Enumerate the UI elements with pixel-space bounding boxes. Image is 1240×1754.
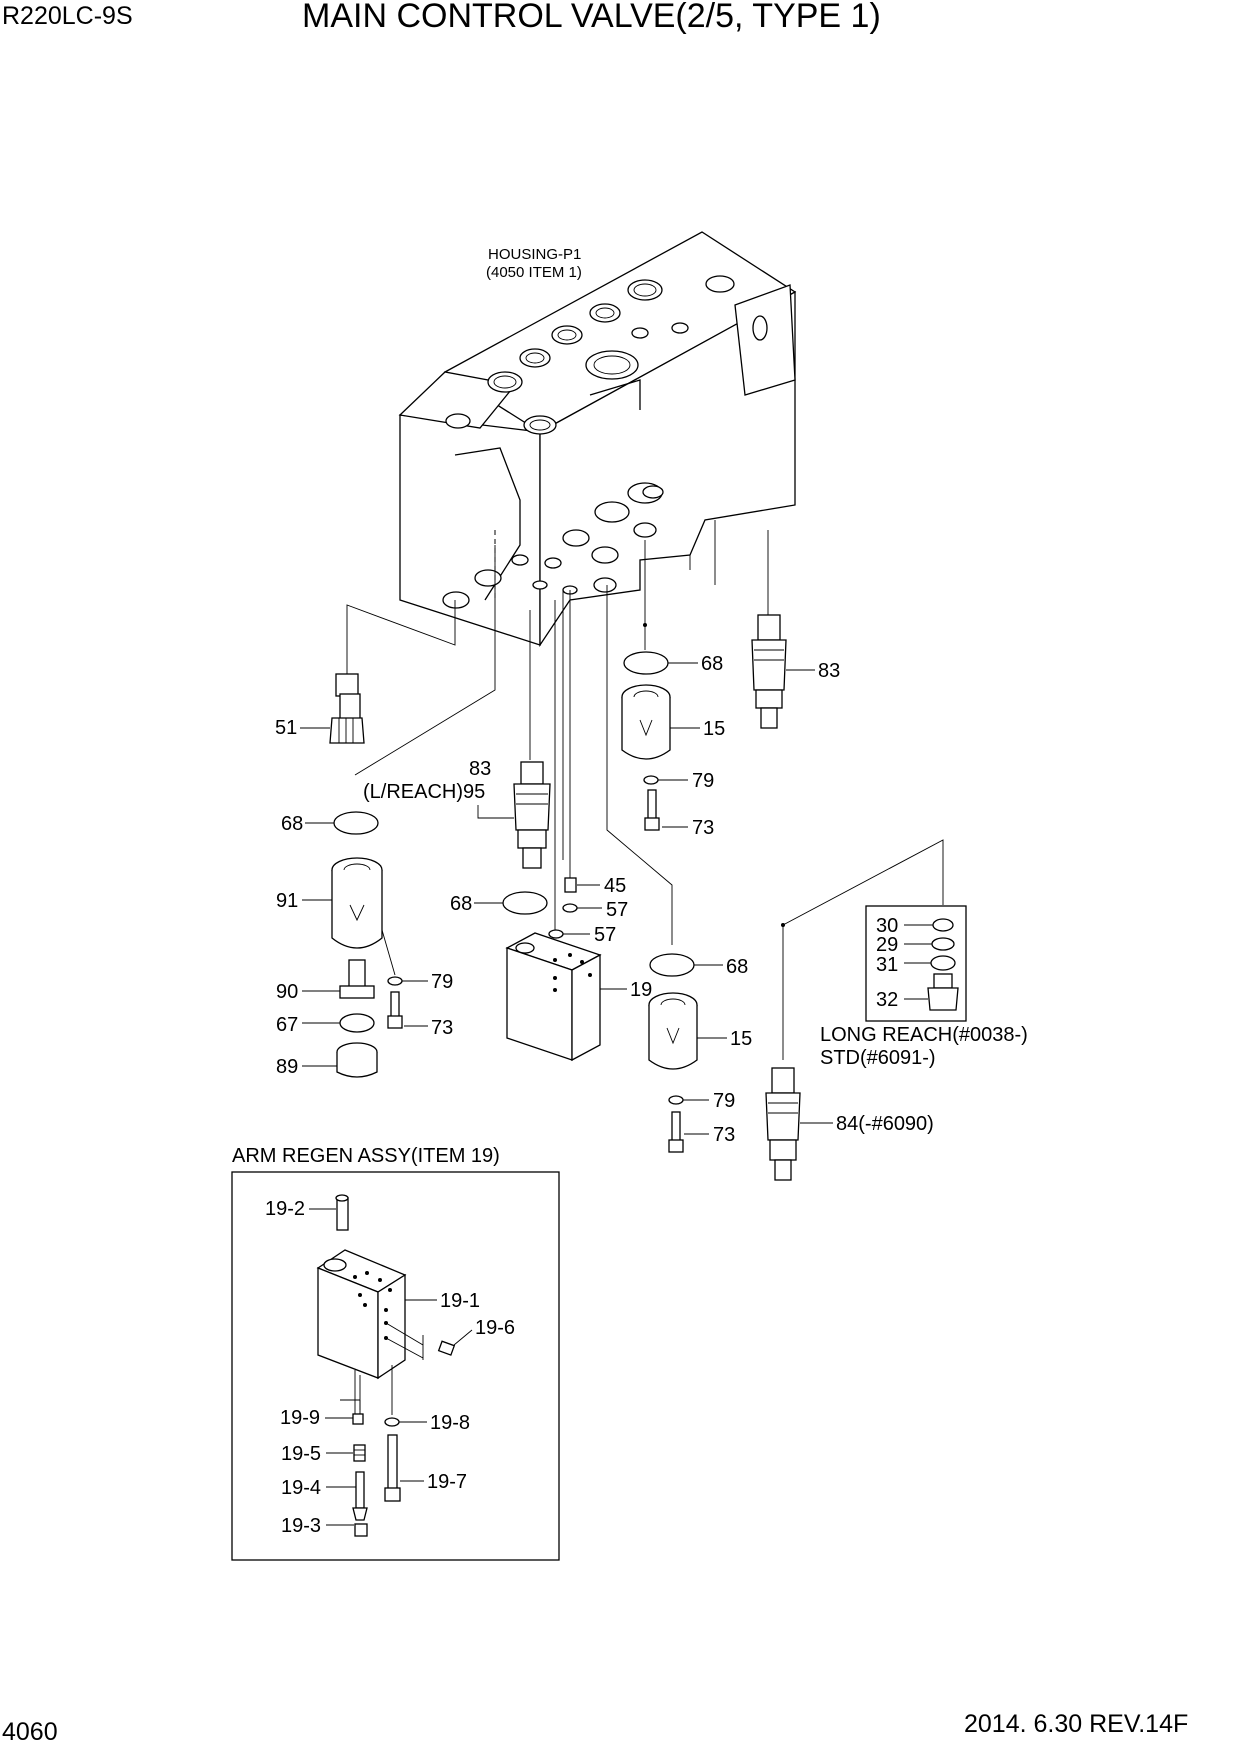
callout-79-left: 79 xyxy=(431,971,453,993)
callout-29: 29 xyxy=(876,934,898,956)
callout-32: 32 xyxy=(876,989,898,1011)
callout-67: 67 xyxy=(276,1014,298,1036)
callout-89: 89 xyxy=(276,1056,298,1078)
callout-19-2: 19-2 xyxy=(265,1198,305,1220)
plug-part-32 xyxy=(927,973,959,1011)
callout-45: 45 xyxy=(604,875,626,897)
callout-15-upper: 15 xyxy=(703,718,725,740)
bolt-73-lower-right xyxy=(668,1111,684,1153)
callout-19-9: 19-9 xyxy=(280,1407,320,1429)
callout-19-7: 19-7 xyxy=(427,1471,467,1493)
spool-19-9 xyxy=(352,1413,364,1425)
callout-51: 51 xyxy=(275,717,297,739)
callout-68-upper-right: 68 xyxy=(701,653,723,675)
bolt-19-7 xyxy=(384,1434,401,1502)
std-serial-note: STD(#6091-) xyxy=(820,1047,936,1069)
washer-19-8 xyxy=(384,1417,400,1427)
callout-15-lower: 15 xyxy=(730,1028,752,1050)
o-ring-57-lower xyxy=(548,929,564,939)
washer-79-upper-right xyxy=(643,775,659,785)
plug-19-3 xyxy=(354,1523,368,1537)
callout-30: 30 xyxy=(876,915,898,937)
callout-68-middle: 68 xyxy=(450,893,472,915)
long-reach-serial-note: LONG REACH(#0038-) xyxy=(820,1024,1028,1046)
housing-label: HOUSING-P1 xyxy=(488,246,581,263)
long-reach-kit-frame xyxy=(865,905,967,1022)
cap-part-91 xyxy=(331,857,383,949)
washer-79-lower-right xyxy=(668,1095,684,1105)
washer-79-left xyxy=(387,976,403,986)
callout-19: 19 xyxy=(630,979,652,1001)
o-ring-68-upper-right xyxy=(623,651,669,675)
arm-regen-assy-title: ARM REGEN ASSY(ITEM 19) xyxy=(232,1145,500,1167)
seal-part-29 xyxy=(931,937,955,951)
plug-part-89 xyxy=(336,1042,378,1078)
pin-19-2 xyxy=(335,1194,349,1231)
callout-79-lower-right: 79 xyxy=(713,1090,735,1112)
callout-84: 84(-#6090) xyxy=(836,1113,934,1135)
callout-73-lower-right: 73 xyxy=(713,1124,735,1146)
callout-90: 90 xyxy=(276,981,298,1003)
callout-19-5: 19-5 xyxy=(281,1443,321,1465)
page-title: MAIN CONTROL VALVE(2/5, TYPE 1) xyxy=(302,0,881,35)
callout-19-6: 19-6 xyxy=(475,1317,515,1339)
callout-73-left: 73 xyxy=(431,1017,453,1039)
relief-valve-84 xyxy=(765,1067,801,1181)
housing-item-ref: (4050 ITEM 1) xyxy=(486,264,582,281)
o-ring-68-lower-right xyxy=(649,953,695,977)
pin-part-45 xyxy=(564,877,577,893)
callout-31: 31 xyxy=(876,954,898,976)
callout-83-right: 83 xyxy=(818,660,840,682)
callout-68-left: 68 xyxy=(281,813,303,835)
page-number: 4060 xyxy=(2,1718,58,1746)
bolt-73-upper-right xyxy=(644,789,660,831)
model-code: R220LC-9S xyxy=(2,2,133,30)
callout-91: 91 xyxy=(276,890,298,912)
arm-regen-block-19 xyxy=(505,932,602,1062)
plug-19-6 xyxy=(437,1340,456,1356)
callout-95-long-reach: (L/REACH)95 xyxy=(363,781,485,803)
o-ring-68-middle xyxy=(502,891,548,915)
callout-73-upper-right: 73 xyxy=(692,817,714,839)
callout-83-middle: 83 xyxy=(469,758,491,780)
relief-valve-83-right xyxy=(751,614,787,729)
spring-part-90 xyxy=(339,959,375,999)
plug-part-51 xyxy=(329,673,365,744)
spring-19-5 xyxy=(353,1444,366,1462)
callout-79-upper-right: 79 xyxy=(692,770,714,792)
callout-68-lower-right: 68 xyxy=(726,956,748,978)
callout-57-upper: 57 xyxy=(606,899,628,921)
relief-valve-83-95-middle xyxy=(513,761,551,869)
callout-19-4: 19-4 xyxy=(281,1477,321,1499)
date-revision: 2014. 6.30 REV.14F xyxy=(964,1710,1188,1738)
callout-57-lower: 57 xyxy=(594,924,616,946)
seal-part-30 xyxy=(932,918,954,932)
callout-19-8: 19-8 xyxy=(430,1412,470,1434)
arm-regen-assy-frame xyxy=(231,1171,560,1561)
housing-p1-drawing xyxy=(398,231,797,648)
o-ring-67 xyxy=(339,1013,375,1033)
bolt-73-left xyxy=(387,991,403,1029)
o-ring-57-upper xyxy=(562,903,578,913)
cap-part-15-upper xyxy=(621,684,671,760)
callout-19-1: 19-1 xyxy=(440,1290,480,1312)
block-19-1 xyxy=(316,1249,407,1380)
assembly-leader-lines xyxy=(346,520,944,1060)
seal-part-31 xyxy=(930,955,956,971)
poppet-19-4 xyxy=(352,1471,368,1521)
cap-part-15-lower xyxy=(648,992,698,1070)
o-ring-68-left xyxy=(333,811,379,835)
callout-19-3: 19-3 xyxy=(281,1515,321,1537)
